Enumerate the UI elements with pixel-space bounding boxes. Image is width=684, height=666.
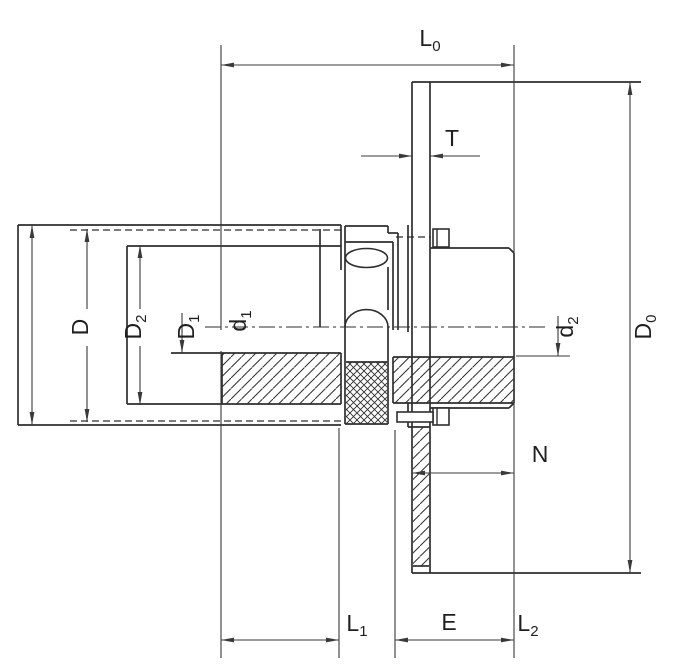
arrowhead <box>221 62 234 68</box>
arrowhead <box>501 637 514 643</box>
lower-bolt-shank <box>396 411 434 423</box>
part-outlines <box>17 81 641 574</box>
label-L0: L0 <box>419 25 440 55</box>
lower-bolt-head <box>432 407 450 426</box>
bolts <box>396 228 450 426</box>
hatch-left-hub-section <box>222 353 341 404</box>
label-D2: D2 <box>120 315 150 340</box>
part-contour <box>344 308 389 328</box>
arrowhead <box>179 340 185 353</box>
dimension-arrowheads <box>29 62 633 643</box>
dimension-labels: L0T D D2 D1 d1 d2 D0N L1 E L2 <box>67 25 660 640</box>
hatch-elastic-element-section <box>346 362 387 424</box>
arrowhead <box>501 62 514 68</box>
arrowhead <box>395 637 408 643</box>
section-hatching <box>222 353 514 566</box>
arrowhead <box>430 153 443 159</box>
label-D0: D0 <box>630 315 660 340</box>
arrowhead <box>137 392 143 405</box>
label-L1: L1 <box>346 610 367 640</box>
arrowhead <box>326 637 339 643</box>
arrowhead <box>412 470 425 476</box>
label-L2: L2 <box>517 610 538 640</box>
arrowhead <box>627 560 633 573</box>
arrowhead <box>399 153 412 159</box>
arrowhead <box>627 82 633 95</box>
part-edge <box>508 247 515 254</box>
label-N: N <box>532 441 549 467</box>
arrowhead <box>84 229 90 242</box>
arrowhead <box>137 245 143 258</box>
tooth-profile <box>344 247 389 269</box>
label-d1: d1 <box>225 310 255 331</box>
label-D: D <box>67 319 93 336</box>
dimension-lines <box>31 45 631 658</box>
arrowhead <box>29 412 35 425</box>
hatch-right-hub-section <box>393 357 514 403</box>
arrowhead <box>84 409 90 422</box>
label-T: T <box>445 125 459 151</box>
arrowhead <box>221 637 234 643</box>
upper-bolt-head <box>432 228 450 248</box>
arrowhead <box>29 225 35 238</box>
label-E: E <box>441 609 456 635</box>
hatch-flange-plate-section <box>413 427 429 566</box>
arrowhead <box>555 343 561 356</box>
label-d2: d2 <box>552 316 582 337</box>
label-D1: D1 <box>173 315 203 340</box>
arrowhead <box>501 470 514 476</box>
